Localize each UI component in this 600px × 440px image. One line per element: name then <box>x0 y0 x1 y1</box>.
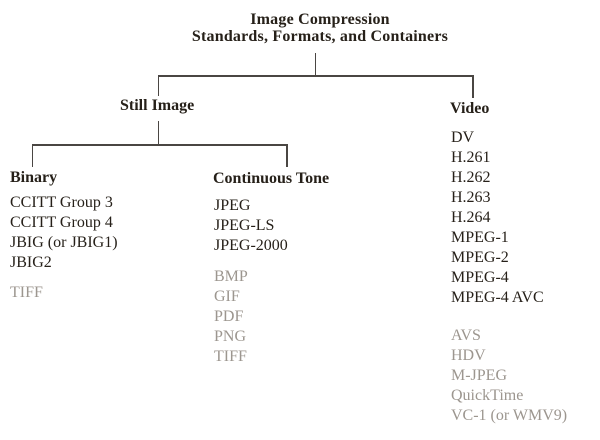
branch-label-still-image: Still Image <box>120 97 195 114</box>
list-item: MPEG-4 AVC <box>451 289 544 306</box>
connector-binary-drop-line <box>31 144 33 167</box>
continuous-tone-formats-list: BMP GIF PDF PNG TIFF <box>214 267 248 367</box>
list-item: JPEG-2000 <box>214 237 288 254</box>
list-item: PDF <box>214 308 244 325</box>
list-item: H.264 <box>451 209 491 226</box>
list-item: JPEG-LS <box>214 217 275 234</box>
list-item: QuickTime <box>451 387 524 404</box>
list-item: MPEG-2 <box>451 249 509 266</box>
list-item: DV <box>451 129 475 146</box>
list-item: TIFF <box>10 284 43 301</box>
binary-formats-list: TIFF <box>10 283 43 303</box>
list-item: JPEG <box>214 197 251 214</box>
connector-still-branch-line <box>31 144 288 146</box>
list-item: VC-1 (or WMV9) <box>451 407 568 424</box>
list-item: PNG <box>214 328 247 345</box>
diagram-title: Image Compression Standards, Formats, an… <box>130 11 510 45</box>
diagram-title-line-1: Image Compression <box>250 11 390 28</box>
list-item: CCITT Group 4 <box>10 214 113 231</box>
connector-still-image-stem-line <box>157 121 159 145</box>
branch-label-continuous-tone: Continuous Tone <box>213 170 330 187</box>
list-item: JBIG (or JBIG1) <box>10 234 118 251</box>
list-item: AVS <box>451 327 481 344</box>
list-item: H.262 <box>451 169 491 186</box>
list-item: MPEG-4 <box>451 269 509 286</box>
diagram-title-line-2: Standards, Formats, and Containers <box>191 28 449 45</box>
connector-title-stem-line <box>314 53 316 75</box>
connector-still-image-drop-line <box>157 75 159 96</box>
branch-label-video: Video <box>450 100 490 117</box>
list-item: HDV <box>451 347 486 364</box>
list-item: BMP <box>214 268 248 285</box>
connector-video-drop-line <box>472 75 474 98</box>
list-item: JBIG2 <box>10 254 52 271</box>
branch-label-binary: Binary <box>10 169 58 186</box>
list-item: H.263 <box>451 189 491 206</box>
list-item: H.261 <box>451 149 491 166</box>
list-item: MPEG-1 <box>451 229 509 246</box>
connector-top-branch-line <box>157 75 474 77</box>
list-item: M-JPEG <box>451 367 508 384</box>
connector-continuous-tone-drop-line <box>286 144 288 167</box>
list-item: GIF <box>214 288 240 305</box>
list-item: TIFF <box>214 348 247 365</box>
continuous-tone-standards-list: JPEG JPEG-LS JPEG-2000 <box>214 196 288 256</box>
list-item: CCITT Group 3 <box>10 194 113 211</box>
binary-standards-list: CCITT Group 3 CCITT Group 4 JBIG (or JBIG1… <box>10 193 118 273</box>
